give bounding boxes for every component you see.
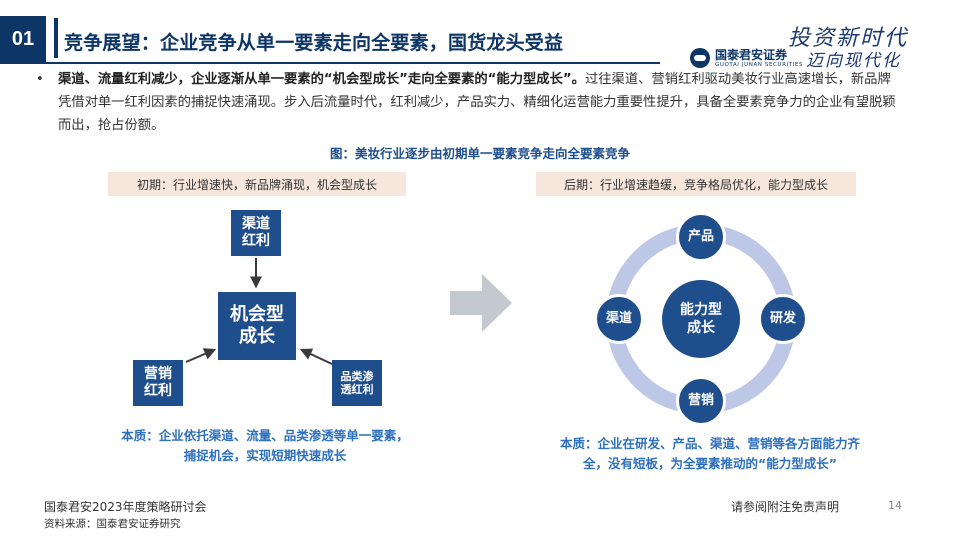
center-label: 能力型 成长 [680,301,722,336]
box-marketing-label: 营销 红利 [144,366,172,399]
box-category-penetration: 品类渗 透红利 [332,360,382,406]
transition-arrow-icon [450,274,512,332]
page-number: 14 [888,499,902,512]
logo-english: GUOTAI JUNAN SECURITIES [715,61,804,68]
figure-title: 图：美妆行业逐步由初期单一要素竞争走向全要素竞争 [329,146,630,161]
node-rd: 研发 [758,294,808,344]
essence-left: 本质：企业依托渠道、流量、品类渗透等单一要素， 捕捉机会，实现短期快速成长 [121,428,409,463]
section-number: 01 [0,16,46,62]
slogan-line-1: 投资新时代 [788,26,909,51]
slide-title: 竞争展望：企业竞争从单一要素走向全要素，国货龙头受益 [64,32,564,54]
phase-label-early: 初期：行业增速快，新品牌涌现，机会型成长 [108,172,406,196]
summary-paragraph: 渠道、流量红利减少，企业逐渐从单一要素的“机会型成长”走向全要素的“能力型成长”… [58,68,898,137]
box-category-label: 品类渗 透红利 [340,369,374,396]
arrow-category-to-center [299,348,333,365]
box-channel-dividend: 渠道 红利 [231,210,281,256]
slogan-line-2: 迈向现代化 [806,51,901,71]
company-logo: 国泰君安证券 GUOTAI JUNAN SECURITIES [690,48,803,68]
box-center-label: 机会型 成长 [230,304,284,347]
node-product: 产品 [676,212,726,262]
node-marketing: 营销 [676,376,726,426]
logo-mark-icon [690,48,710,68]
footer-disclaimer: 请参阅附注免责声明 [731,500,840,514]
arrow-marketing-to-center [185,348,217,363]
box-marketing-dividend: 营销 红利 [133,360,183,406]
footer-event: 国泰君安2023年度策略研讨会 [44,500,207,514]
summary-rest: 过往渠道、营销红利驱动美妆行业高速增长，新品牌凭借对单一红利因素的捕捉快速涌现。… [58,72,896,133]
header-underline [0,62,660,64]
summary-lead: 渠道、流量红利减少，企业逐渐从单一要素的“机会型成长”走向全要素的“能力型成长”… [58,72,585,87]
capability-growth-center: 能力型 成长 [662,280,740,358]
header-divider-bar [54,18,58,58]
bullet-point: • [36,72,44,87]
box-opportunity-growth: 机会型 成长 [218,292,296,360]
box-channel-label: 渠道 红利 [242,216,270,249]
logo-name: 国泰君安证券 [715,47,788,62]
node-channel: 渠道 [594,294,644,344]
essence-right: 本质：企业在研发、产品、渠道、营销等各方面能力齐 全，没有短板，为全要素推动的“… [559,436,860,471]
footer-source: 资料来源：国泰君安证券研究 [44,518,181,530]
phase-label-late: 后期：行业增速趋缓，竞争格局优化，能力型成长 [536,172,856,196]
